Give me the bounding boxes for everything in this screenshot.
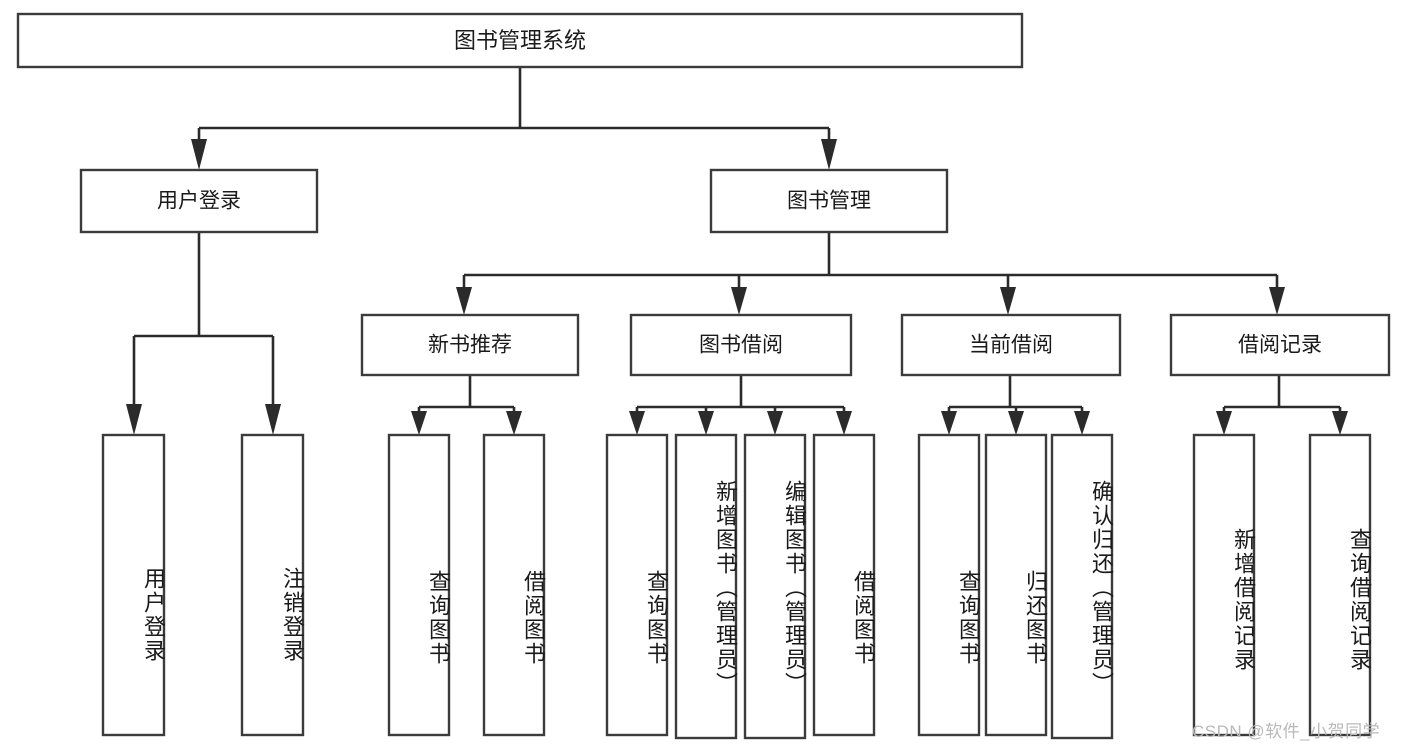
leaf-box-cb-query-book[interactable]: [917, 433, 981, 737]
leaf-box-nb-query-book[interactable]: [387, 433, 451, 737]
node-current-borrow[interactable]: [900, 313, 1122, 377]
leaf-box-br-query-record[interactable]: [1308, 433, 1372, 737]
arrow-head-borrow-record: [1269, 287, 1285, 315]
leaf-box-cb-confirm-return[interactable]: [1050, 433, 1114, 740]
arrow-head-bb-edit-book: [767, 411, 783, 435]
node-borrow-record[interactable]: [1169, 313, 1391, 377]
leaf-box-user-login-login[interactable]: [101, 433, 166, 737]
node-root-label: 图书管理系统: [454, 28, 586, 53]
arrow-head-br-add-record: [1216, 411, 1232, 435]
arrow-head-leaf-user-login: [126, 404, 142, 435]
arrow-head-bb-add-book: [698, 411, 714, 435]
leaf-box-bb-add-book[interactable]: [674, 433, 738, 740]
leaf-box-user-login-logout[interactable]: [240, 433, 305, 737]
node-book-management-label: 图书管理: [787, 190, 871, 213]
connector-group-new-book: [411, 375, 522, 435]
arrow-head-leaf-logout: [265, 404, 281, 435]
connector-group-root: [191, 67, 837, 170]
arrow-head-bb-query-book: [629, 411, 645, 435]
leaf-box-nb-borrow-book[interactable]: [482, 433, 546, 737]
node-new-book-recommend[interactable]: [360, 313, 580, 377]
arrow-head-cb-confirm-return: [1074, 411, 1090, 435]
node-book-management[interactable]: [709, 168, 949, 234]
connector-group-borrow-record: [1216, 375, 1348, 435]
connector-group-book-mgmt: [456, 232, 1285, 315]
leaf-box-br-add-record[interactable]: [1192, 433, 1256, 737]
connector-group-current-borrow: [941, 375, 1090, 435]
leaf-box-cb-return-book[interactable]: [984, 433, 1048, 737]
arrow-head-nb-query-book: [411, 411, 427, 435]
arrow-head-book-borrow: [731, 287, 747, 315]
connector-group-user-login: [126, 232, 281, 435]
arrow-head-nb-borrow-book: [506, 411, 522, 435]
arrow-head-bb-borrow-book: [836, 411, 852, 435]
arrow-head-br-query-record: [1332, 411, 1348, 435]
node-book-borrow-label: 图书借阅: [699, 334, 783, 357]
node-new-book-recommend-label: 新书推荐: [428, 334, 512, 357]
arrow-head-current-borrow: [1000, 287, 1016, 315]
node-book-borrow[interactable]: [629, 313, 853, 377]
node-root-book-management-system[interactable]: [16, 12, 1024, 69]
leaf-box-bb-query-book[interactable]: [605, 433, 669, 737]
leaf-box-bb-edit-book[interactable]: [743, 433, 807, 740]
node-current-borrow-label: 当前借阅: [969, 334, 1053, 357]
connector-group-book-borrow: [629, 375, 852, 435]
node-user-login[interactable]: [79, 168, 319, 234]
leaf-box-bb-borrow-book[interactable]: [812, 433, 876, 737]
arrow-head-book-mgmt: [821, 139, 837, 170]
node-user-login-label: 用户登录: [157, 190, 241, 213]
arrow-head-new-book: [456, 287, 472, 315]
node-borrow-record-label: 借阅记录: [1238, 334, 1322, 357]
arrow-head-user-login: [191, 139, 207, 170]
arrow-head-cb-return-book: [1008, 411, 1024, 435]
arrow-head-cb-query-book: [941, 411, 957, 435]
csdn-watermark: CSDN @软件_小贺同学: [1192, 722, 1381, 741]
